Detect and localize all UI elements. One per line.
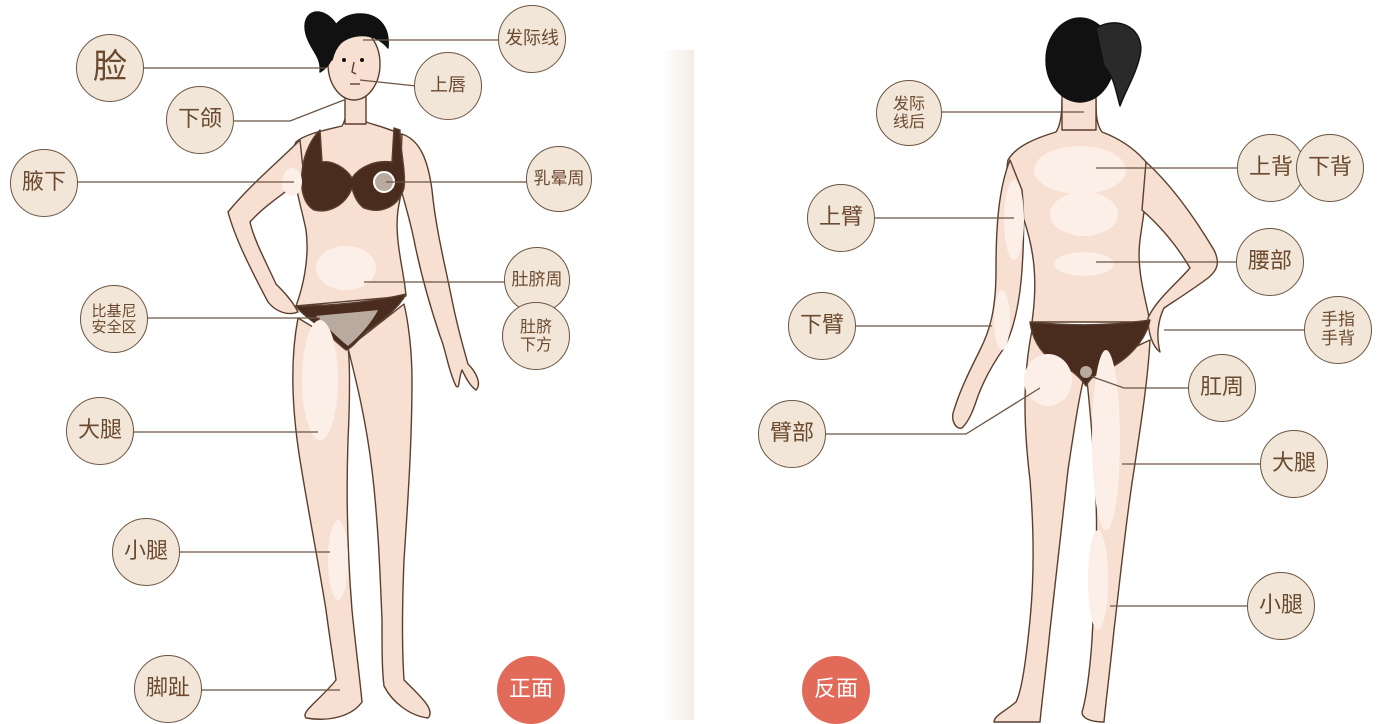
label-anal: 肛周 <box>1188 354 1256 422</box>
label-hairline: 发际线 <box>498 5 566 73</box>
back-left-leg <box>993 329 1087 723</box>
label-face: 脸 <box>76 34 144 102</box>
label-jaw: 下颌 <box>166 86 234 154</box>
label-buttocks: 臂部 <box>758 400 826 468</box>
back-anal-marker <box>1080 366 1092 378</box>
label-back-calf: 小腿 <box>1247 572 1315 640</box>
front-right-leg <box>347 303 431 719</box>
back-highlights <box>994 146 1126 630</box>
label-areola: 乳晕周 <box>526 146 592 212</box>
label-forearm: 下臂 <box>788 292 856 360</box>
label-upper-lip: 上唇 <box>414 52 482 120</box>
label-finger-hand: 手指 手背 <box>1304 296 1372 364</box>
front-nose <box>351 61 357 75</box>
front-side-badge: 正面 <box>497 656 565 724</box>
front-left-arm <box>227 139 305 315</box>
label-below-navel: 肚脐 下方 <box>502 302 570 370</box>
label-underarm: 腋下 <box>10 149 78 217</box>
label-waist: 腰部 <box>1236 228 1304 296</box>
label-back-hairline: 发际 线后 <box>876 80 942 146</box>
back-right-arm <box>1141 161 1219 353</box>
back-side-badge: 反面 <box>802 656 870 724</box>
label-upper-arm: 上臂 <box>807 184 875 252</box>
front-ponytail <box>304 11 337 73</box>
front-figure <box>227 11 480 720</box>
front-right-arm <box>399 133 480 391</box>
back-ponytail <box>1095 22 1142 107</box>
label-toes: 脚趾 <box>134 655 202 723</box>
label-front-calf: 小腿 <box>112 518 180 586</box>
label-navel: 肚脐周 <box>504 247 570 313</box>
back-leader-lines <box>826 111 1306 607</box>
front-hair <box>327 13 389 61</box>
label-upper-back: 上背 <box>1237 134 1305 202</box>
label-back-thigh: 大腿 <box>1260 430 1328 498</box>
front-bikini-area <box>316 310 378 346</box>
label-lower-back: 下背 <box>1296 134 1364 202</box>
front-leader-lines <box>76 39 528 691</box>
front-eye-right <box>360 58 364 62</box>
label-bikini: 比基尼 安全区 <box>80 285 148 353</box>
back-figure <box>952 17 1219 723</box>
label-front-thigh: 大腿 <box>66 397 134 465</box>
panel-divider <box>662 50 694 720</box>
front-eye-left <box>342 58 346 62</box>
